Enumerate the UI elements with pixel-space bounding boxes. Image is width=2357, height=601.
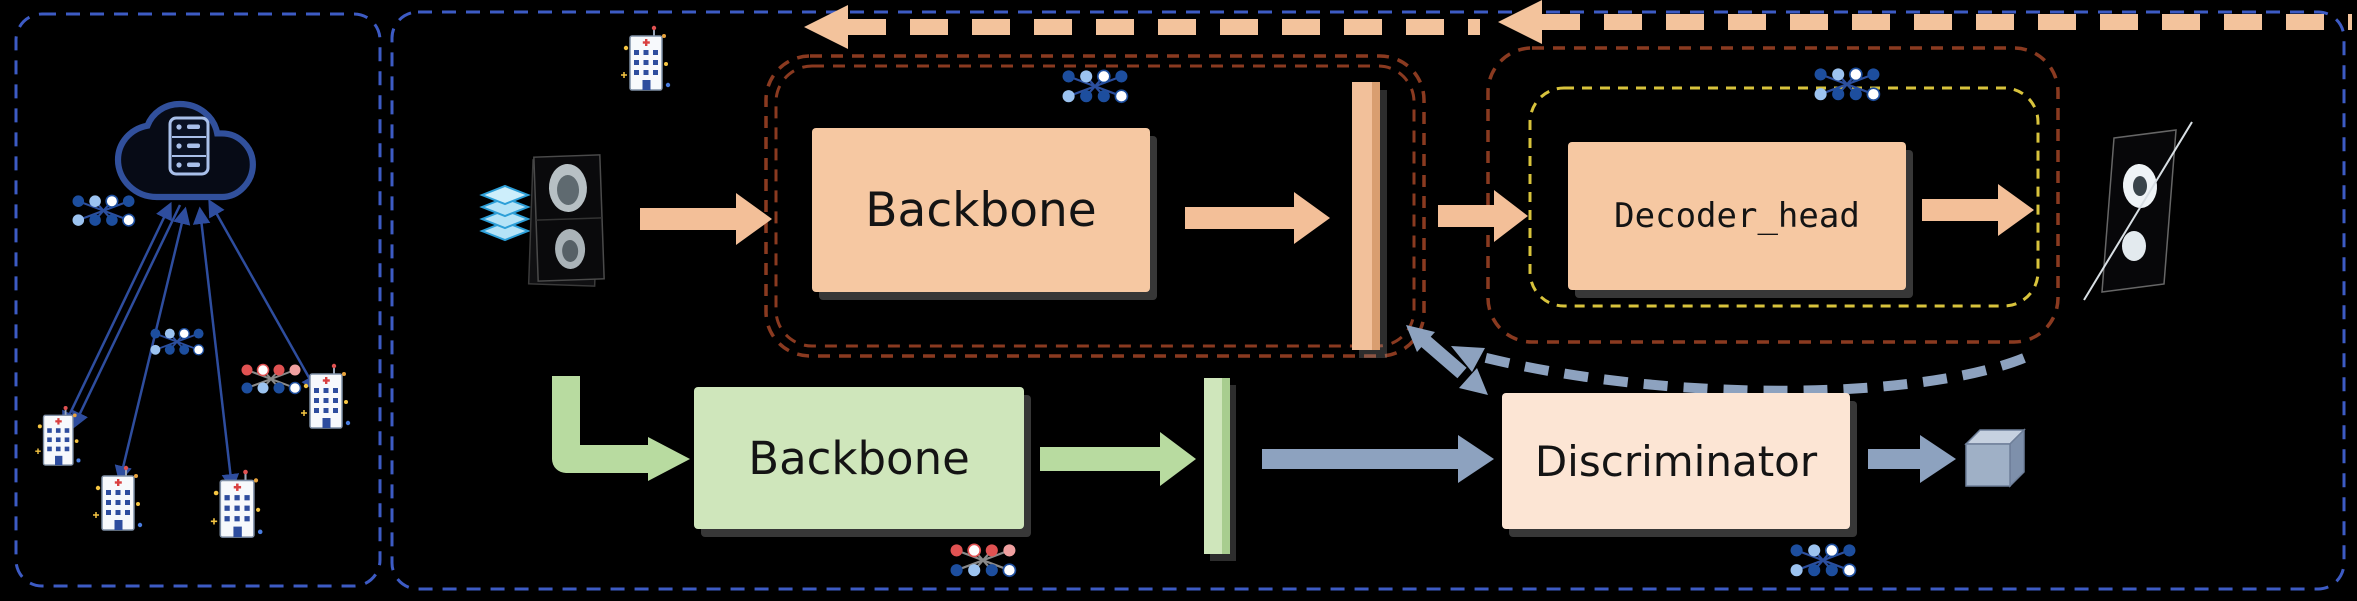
discriminator-box: Discriminator <box>1502 393 1850 529</box>
training-panel-border <box>390 10 2346 591</box>
layer-stack-icon <box>479 184 531 242</box>
gradient-arrow-decoder <box>1498 0 2352 44</box>
arrow-feature-to-discriminator <box>1262 435 1494 483</box>
arrow-decoder-to-output <box>1922 184 2034 236</box>
decoder-outline-yellow <box>1528 86 2040 308</box>
generator-feature-bar <box>1352 82 1387 358</box>
generator-backbone-box: Backbone <box>812 128 1150 292</box>
adversarial-feedback-arrow <box>1406 325 2026 396</box>
arrow-backbone-to-feature <box>1185 192 1330 244</box>
generator-outline-brown <box>764 54 1426 358</box>
decoder-outline-brown <box>1486 46 2060 344</box>
mri-input-image <box>527 154 605 287</box>
segmentation-output-image <box>2083 121 2193 301</box>
generator-backbone-label: Backbone <box>865 182 1097 238</box>
federation-link-arrows <box>62 198 318 492</box>
arrow-local-backbone-to-feature <box>1040 432 1196 486</box>
local-backbone-label: Backbone <box>748 431 970 485</box>
hospital-building-icon-top <box>620 24 672 91</box>
decoder-head-box: Decoder_head <box>1568 142 1906 290</box>
local-feature-bar <box>1204 378 1236 561</box>
arrow-input-to-backbone <box>640 193 772 245</box>
gradient-arrow-backbone <box>804 5 1480 49</box>
gene-dots-icon <box>71 194 302 395</box>
decoder-head-label: Decoder_head <box>1614 196 1860 236</box>
arrow-discriminator-to-cube <box>1868 435 1956 483</box>
arrow-feature-to-decoder <box>1438 190 1528 242</box>
cloud-server-icon <box>114 100 256 201</box>
local-backbone-box: Backbone <box>694 387 1024 529</box>
arrow-elbow-to-local-backbone <box>552 376 690 481</box>
federation-panel-border <box>14 12 382 588</box>
discriminator-label: Discriminator <box>1534 436 1818 486</box>
